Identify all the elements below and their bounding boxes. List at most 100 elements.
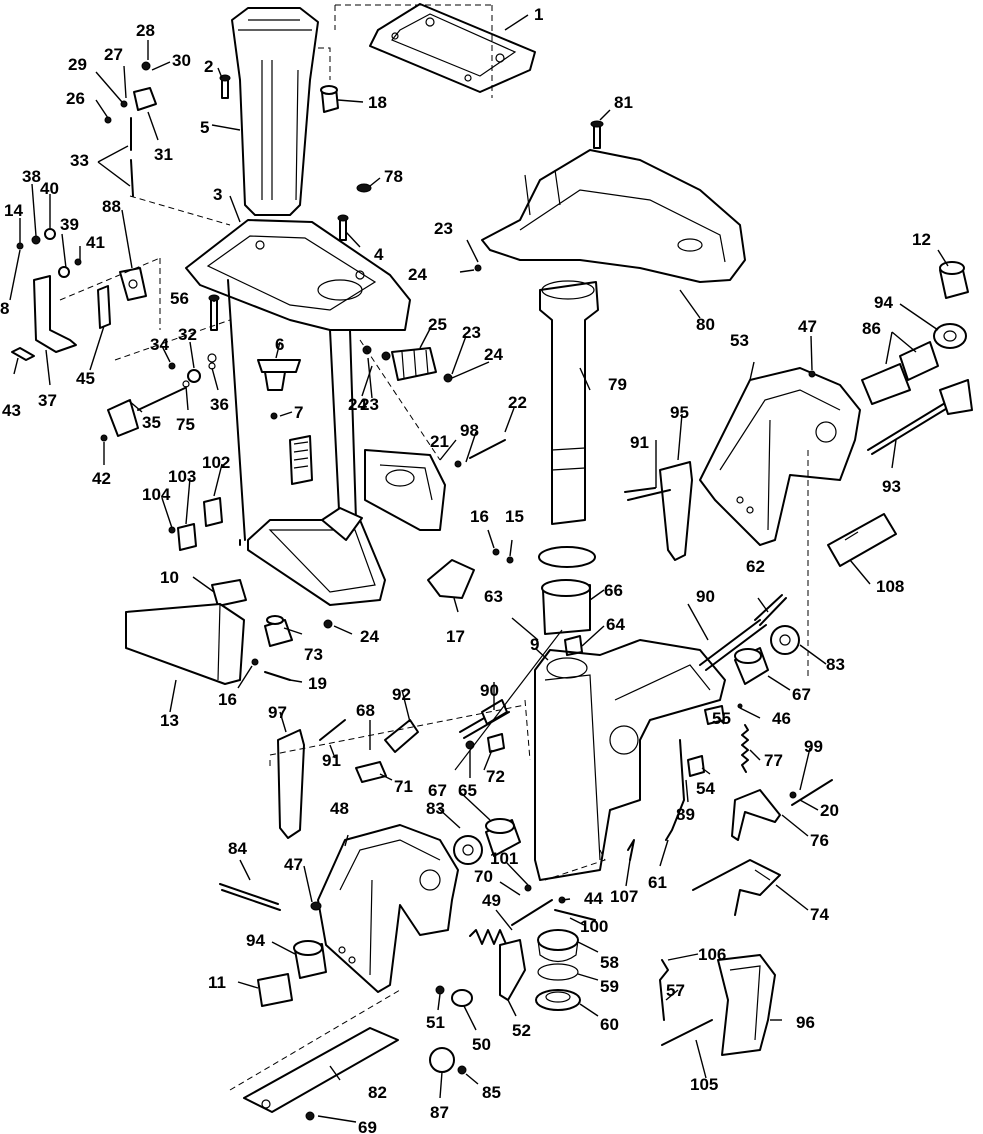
callout-2: 2: [204, 57, 213, 76]
callout-106: 106: [698, 945, 726, 964]
tilt-parts: [435, 899, 553, 1007]
right-side-parts: [827, 261, 973, 567]
callout-51: 51: [426, 1013, 445, 1032]
callout-10: 10: [160, 568, 179, 587]
callout-64: 64: [606, 615, 625, 634]
callout-68: 68: [356, 701, 375, 720]
callout-105: 105: [690, 1075, 718, 1094]
callout-80: 80: [696, 315, 715, 334]
callout-7: 7: [294, 403, 303, 422]
callout-83b: 83: [426, 799, 445, 818]
callout-44: 44: [584, 889, 603, 908]
callout-96: 96: [796, 1013, 815, 1032]
callout-91b: 91: [322, 751, 341, 770]
clamp-bracket-right: [699, 367, 861, 680]
callout-82: 82: [368, 1083, 387, 1102]
callout-72: 72: [486, 767, 505, 786]
callout-43: 43: [2, 401, 21, 420]
callout-4: 4: [374, 245, 384, 264]
callout-20: 20: [820, 801, 839, 820]
callout-55: 55: [712, 709, 731, 728]
callout-83a: 83: [826, 655, 845, 674]
callout-39: 39: [60, 215, 79, 234]
callout-56: 56: [170, 289, 189, 308]
callout-91a: 91: [630, 433, 649, 452]
callout-30: 30: [172, 51, 191, 70]
callout-97: 97: [268, 703, 287, 722]
callout-19: 19: [308, 674, 327, 693]
callout-42: 42: [92, 469, 111, 488]
callout-26: 26: [66, 89, 85, 108]
callout-23c: 23: [360, 395, 379, 414]
callout-33: 33: [70, 151, 89, 170]
callout-15: 15: [505, 507, 524, 526]
screws-upper: [208, 74, 349, 331]
callout-77: 77: [764, 751, 783, 770]
callout-93: 93: [882, 477, 901, 496]
callout-65: 65: [458, 781, 477, 800]
callout-41: 41: [86, 233, 105, 252]
callout-62: 62: [746, 557, 765, 576]
callout-85: 85: [482, 1083, 501, 1102]
callout-78: 78: [384, 167, 403, 186]
callout-38: 38: [22, 167, 41, 186]
callout-23a: 23: [434, 219, 453, 238]
callout-31: 31: [154, 145, 173, 164]
callout-12: 12: [912, 230, 931, 249]
link-rod-95: [627, 461, 693, 561]
exhaust-tube: [231, 7, 331, 216]
callout-36: 36: [210, 395, 229, 414]
callout-14: 14: [4, 201, 23, 220]
callout-75: 75: [176, 415, 195, 434]
callout-60: 60: [600, 1015, 619, 1034]
callout-16b: 16: [218, 690, 237, 709]
callout-11: 11: [208, 973, 226, 992]
callout-1: 1: [534, 5, 543, 24]
lower-housing: [227, 279, 386, 606]
callout-58: 58: [600, 953, 619, 972]
callout-46: 46: [772, 709, 791, 728]
callout-92: 92: [392, 685, 411, 704]
callout-labels: 1 2 3 4 5 6 7 8 9 10 11 12 13 14 15 16 1…: [0, 5, 931, 1134]
callout-52: 52: [512, 1021, 531, 1040]
mount-25: [362, 345, 453, 383]
gaskets-102-104: [168, 435, 313, 551]
bottom-bar: [229, 989, 467, 1121]
bracket-21: [364, 449, 446, 531]
callout-47b: 47: [284, 855, 303, 874]
left-middle-parts: [11, 319, 231, 442]
clip-17: [427, 559, 475, 599]
callout-45: 45: [76, 369, 95, 388]
callout-3: 3: [213, 185, 222, 204]
pins-upper-right: [699, 594, 800, 685]
callout-84: 84: [228, 839, 247, 858]
callout-17: 17: [446, 627, 465, 646]
callout-107: 107: [610, 887, 638, 906]
callout-24d: 24: [360, 627, 379, 646]
callout-22: 22: [508, 393, 527, 412]
callout-35: 35: [142, 413, 161, 432]
gasket-plate: [334, 3, 536, 98]
bushing-66: [538, 546, 596, 656]
callout-70: 70: [474, 867, 493, 886]
callout-8: 8: [0, 299, 9, 318]
callout-9: 9: [530, 635, 539, 654]
callout-24c: 24: [348, 395, 367, 414]
callout-69: 69: [358, 1118, 377, 1134]
callout-13: 13: [160, 711, 179, 730]
cap-73: [264, 615, 293, 647]
callout-29: 29: [68, 55, 87, 74]
leader-lines: [9, 14, 949, 1123]
callout-5: 5: [200, 118, 209, 137]
callout-23b: 23: [462, 323, 481, 342]
callout-66: 66: [604, 581, 623, 600]
bracket-6: [257, 359, 301, 420]
callout-6: 6: [275, 335, 284, 354]
callout-48: 48: [330, 799, 349, 818]
callout-76: 76: [810, 831, 829, 850]
callout-90b: 90: [480, 681, 499, 700]
callout-37: 37: [38, 391, 57, 410]
clamp-bracket-left: [317, 824, 459, 993]
callout-88: 88: [102, 197, 121, 216]
callout-71: 71: [394, 777, 413, 796]
